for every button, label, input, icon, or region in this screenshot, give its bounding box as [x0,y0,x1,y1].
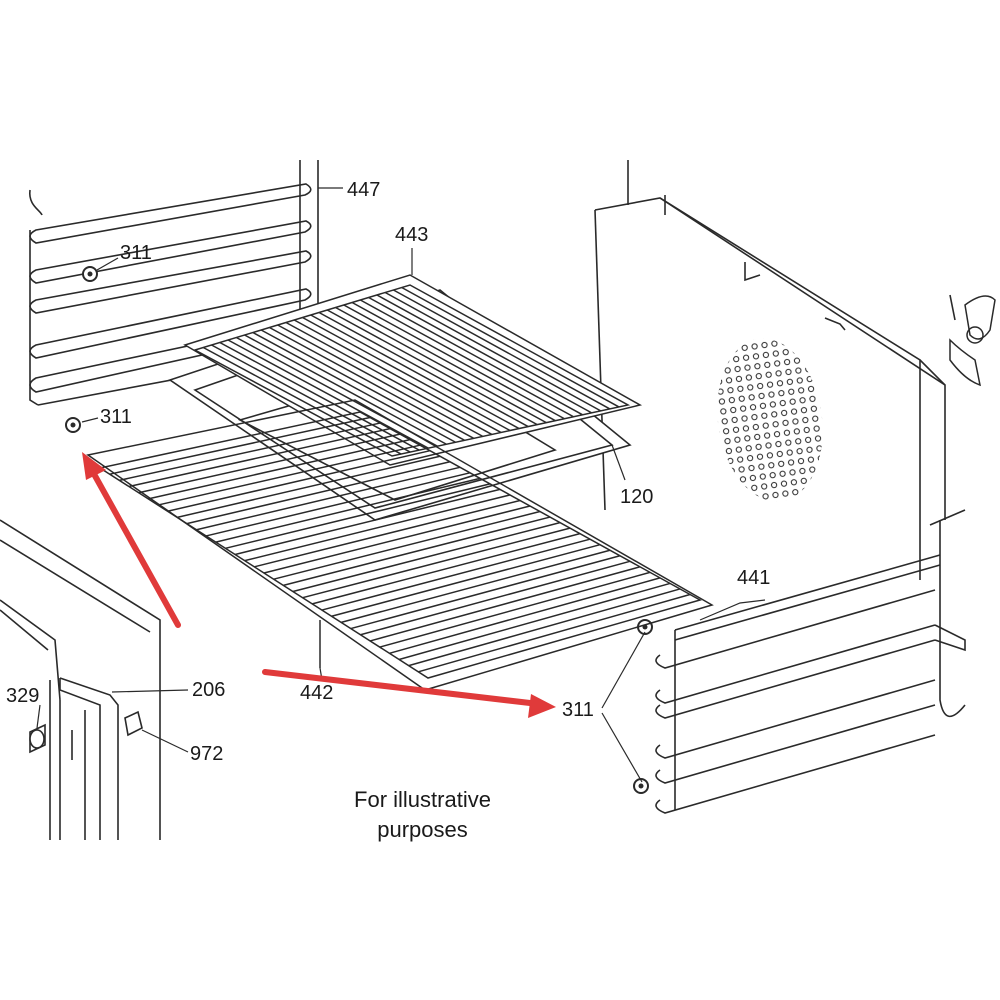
callout-972: 972 [190,743,224,765]
illustrative-note-line-2: purposes [377,817,468,842]
rack-wire [302,527,571,599]
rack-wire [389,577,661,655]
callout-311-right: 311 [562,699,594,721]
rack-wire [254,499,521,568]
rack-wire [343,304,556,422]
callout-447: 447 [347,179,381,201]
rack-wire [321,538,591,611]
rack-wire [331,543,601,617]
rack-wire [148,438,411,500]
rack-wire [215,477,481,543]
rack-wire [273,510,541,580]
rack-wire [167,449,431,512]
callout-443: 443 [395,224,429,246]
oven-rear-panel [594,160,956,580]
rack-wire [128,427,391,488]
door-hinge-206 [59,677,119,840]
clip-972 [124,710,143,737]
oven-rack-442 [86,399,714,691]
rack-wire [225,483,491,550]
rack-wire [369,566,641,642]
rack-wire [384,291,602,412]
callout-442: 442 [300,682,334,704]
right-shelf-support-441 [655,509,966,814]
rack-wire [310,314,520,430]
rack-wire [109,416,371,475]
red-arrow-head-right [528,694,556,718]
rack-wire [312,532,581,605]
illustrative-note: For illustrative purposes [300,785,545,845]
red-arrow-head-mid [82,452,106,480]
rack-wire [285,321,493,436]
rack-wire [340,549,611,624]
rack-wire [326,309,538,426]
rack-wire [401,286,620,408]
oven-rack-443 [183,274,643,466]
callout-311-mid: 311 [100,406,132,428]
rack-wire [205,472,471,537]
callout-441: 441 [737,567,771,589]
callout-329: 329 [6,685,40,707]
illustrative-note-line-1: For illustrative [354,787,491,812]
washer-311-right-lower [633,778,649,794]
rack-wire [202,346,402,455]
rack-wire [318,311,529,428]
callout-206: 206 [192,679,226,701]
callout-311-top: 311 [120,242,152,264]
rack-wire [379,571,651,648]
rack-wire [260,329,465,441]
rack-wire [408,588,681,667]
rack-wire [277,324,484,438]
rack-wire [376,294,593,414]
rack-wire [350,555,621,630]
red-arrow-to-311-mid [91,471,181,628]
rack-wire [252,331,456,443]
fan-blade-icon [949,295,996,387]
rack-wire [368,296,583,416]
rack-wire [398,582,671,661]
rack-wire [335,306,547,424]
rack-wire [244,334,447,445]
highlight-arrows [82,452,556,718]
rack-wire [186,461,451,525]
rack-wire [157,444,421,506]
rack-wire [119,422,381,482]
rack-wire [351,301,565,420]
rack-wire [234,488,501,556]
oven-door-frame [0,519,161,840]
rack-wire [177,455,441,519]
leader-lines [36,187,766,783]
rack-wire [196,466,461,531]
rack-wire [292,521,561,593]
red-arrow-to-311-right [262,669,533,706]
callout-120: 120 [620,486,654,508]
rack-wire [283,516,551,587]
pin-329 [29,723,46,754]
rack-wire [360,560,631,636]
rack-wire [418,593,691,673]
rack-wire [244,494,511,562]
rack-wire [302,316,511,432]
rack-wire [360,299,574,418]
rack-wire [393,289,611,410]
washer-311-mid [65,417,81,433]
rack-wire [269,326,475,440]
rack-wire [211,344,411,453]
rack-wire [263,505,531,574]
rack-wire [293,319,502,434]
rack-wire [138,433,401,494]
washer-311-top [82,266,98,282]
rack-wire [227,339,429,449]
fan-grille-icon [717,338,823,502]
rack-wire [219,341,420,451]
